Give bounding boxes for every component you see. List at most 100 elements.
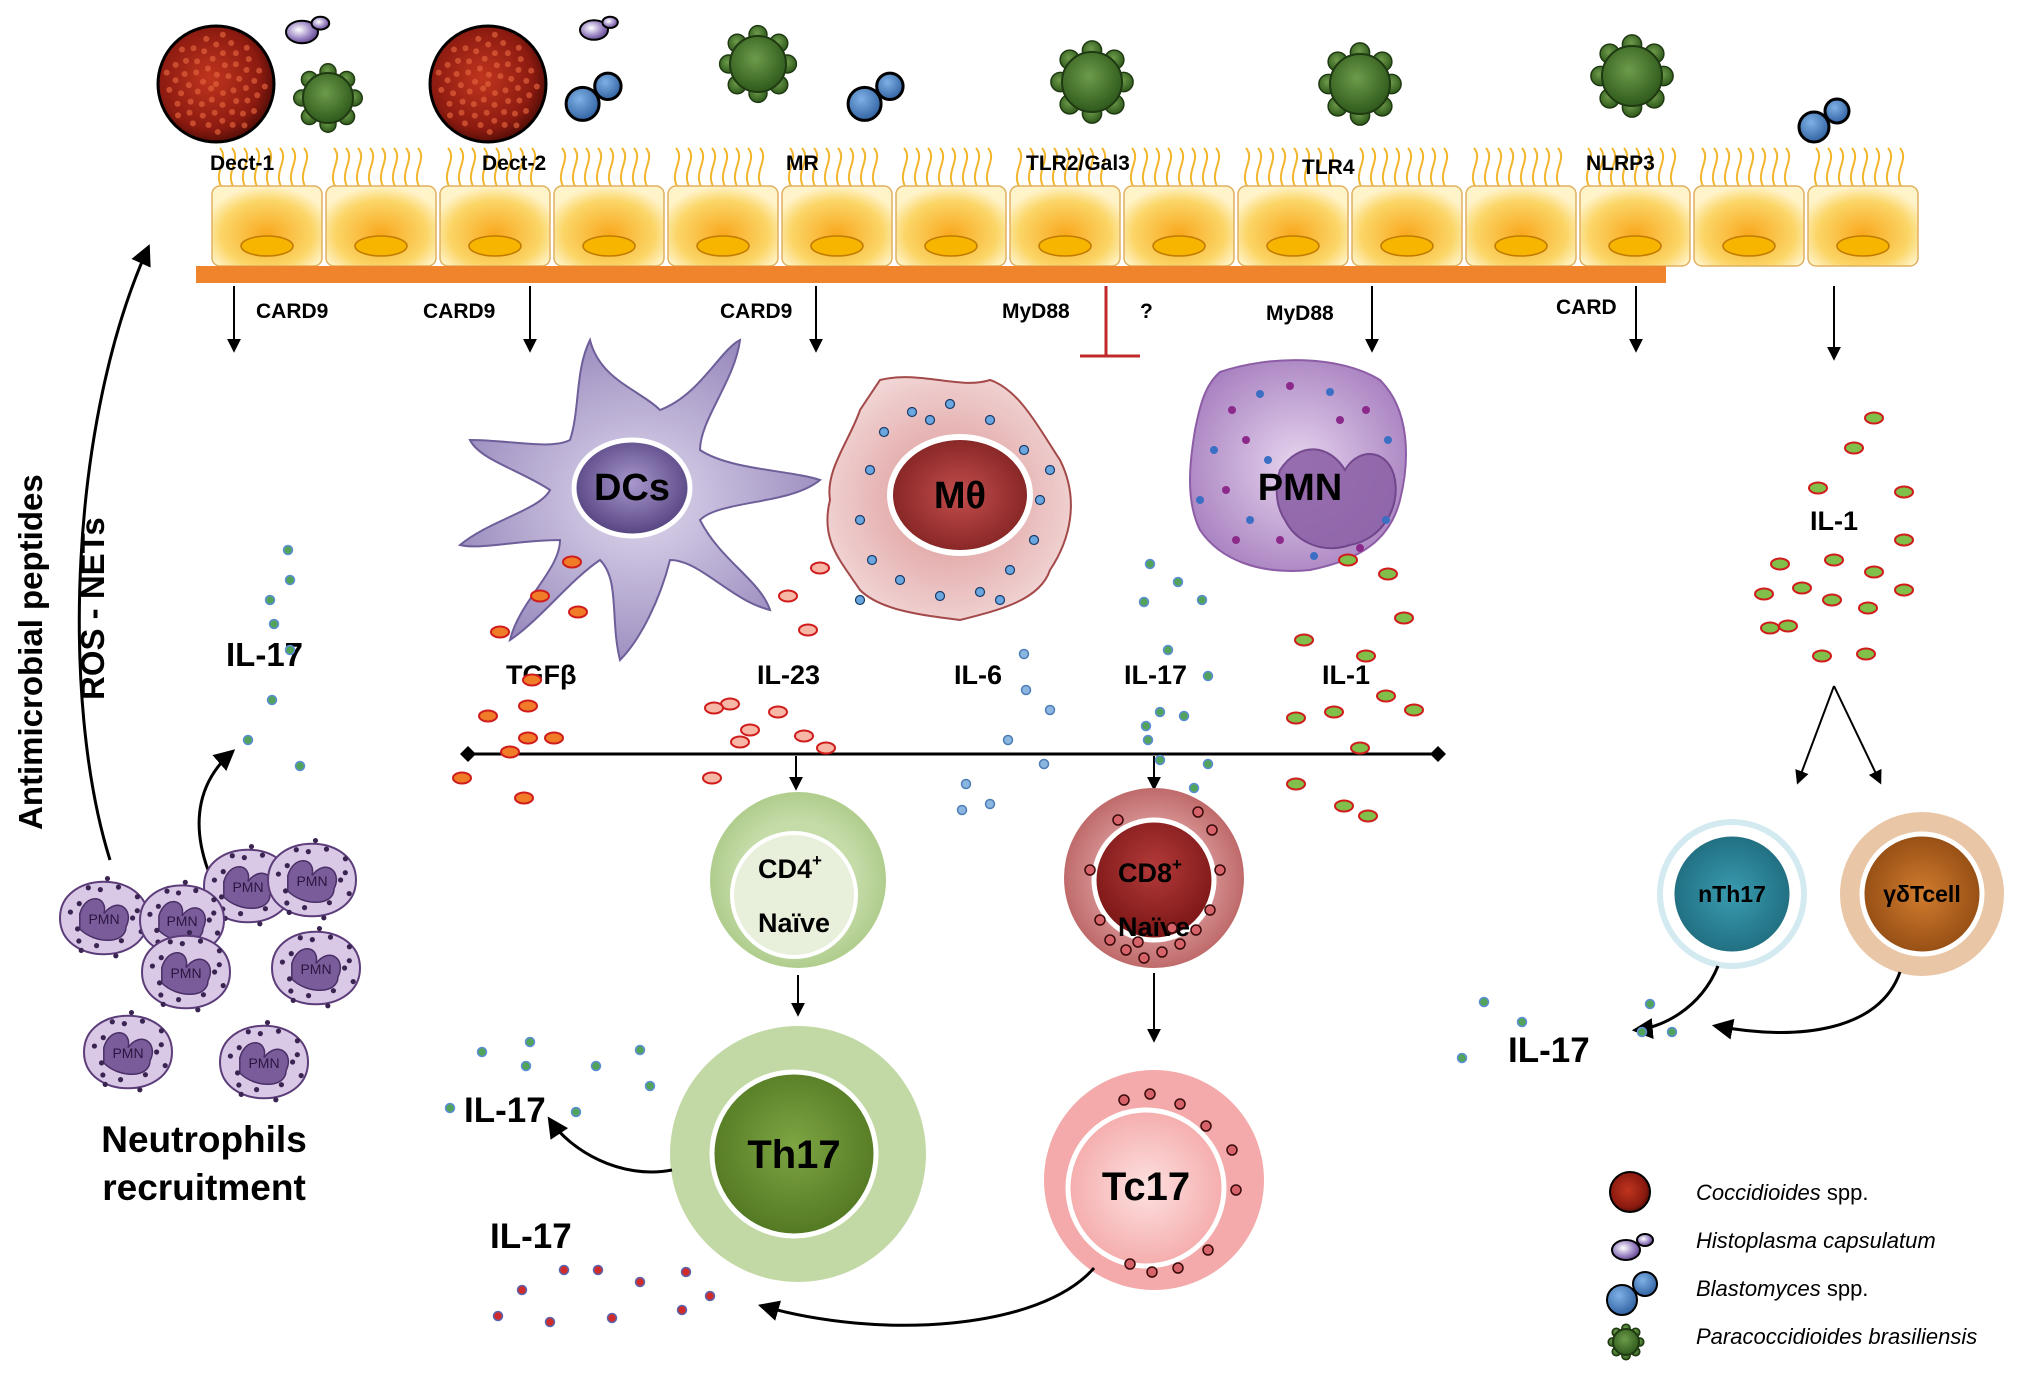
coccidioides-icon (156, 24, 276, 144)
cytokine-particle (1864, 565, 1884, 579)
cd8-label-line1: CD8+ (1118, 855, 1182, 888)
receptor-label-mr: MR (786, 152, 819, 175)
cytokine-particle (592, 1264, 604, 1276)
cytokine-particle (558, 1264, 570, 1276)
cytokine-particle (1824, 553, 1844, 567)
cytokine-particle (704, 1290, 716, 1302)
granule (1138, 952, 1150, 964)
neutrophil-cell: PMN (82, 1009, 174, 1093)
cytokine-particle (1358, 809, 1378, 823)
adaptor-label-dect2: CARD9 (423, 300, 495, 323)
cytokine-particle (1778, 619, 1798, 633)
granule (924, 414, 936, 426)
granule (1196, 496, 1204, 504)
cytokine-particle (452, 771, 472, 785)
cytokine-particle (1038, 758, 1050, 770)
cytokine-particle (740, 723, 760, 737)
adaptor-label-tlr2: MyD88 (1002, 300, 1070, 323)
cytokine-label-il23: IL-23 (757, 660, 820, 690)
bar-end-right (1430, 746, 1446, 762)
cytokine-particle (798, 623, 818, 637)
receptor-label-nlrp3: NLRP3 (1586, 152, 1655, 175)
granule (1034, 494, 1046, 506)
pmn-small-label: PMN (112, 1045, 143, 1061)
pathogen-group (156, 15, 1851, 144)
cd8-naive-cell: CD8+ Naïve (1064, 788, 1244, 968)
granule (866, 554, 878, 566)
cytokine-particle (1478, 996, 1490, 1008)
epithelial-cell (325, 147, 437, 267)
cytokine-particle (810, 561, 830, 575)
pmn-label: PMN (1258, 467, 1342, 509)
cytokine-particle (1294, 633, 1314, 647)
cytokine-particle (1894, 533, 1914, 547)
granule (894, 574, 906, 586)
cytokine-particle (1162, 644, 1174, 656)
cytokine-particle (1404, 703, 1424, 717)
blastomyces-icon (1606, 1271, 1658, 1316)
epithelial-cell (1351, 147, 1463, 267)
epithelial-cell (895, 147, 1007, 267)
cytokine-particle (1286, 777, 1306, 791)
cytokine-particle (514, 791, 534, 805)
macrophage-cell: Mθ (826, 376, 1072, 622)
cytokine-particle (1760, 621, 1780, 635)
granule (1156, 946, 1168, 958)
receptor-label-tlr4: TLR4 (1302, 156, 1355, 179)
blastomyces-icon (846, 71, 905, 122)
pmn-small-label: PMN (232, 879, 263, 895)
cytokine-particle (1894, 583, 1914, 597)
arrow-il1-to-nth17 (1795, 685, 1835, 785)
granule (1174, 1098, 1186, 1110)
cytokine-particle (1020, 684, 1032, 696)
cytokine-particle (444, 1102, 456, 1114)
cytokine-particle (1334, 799, 1354, 813)
arrow-tc17-to-il17 (757, 1267, 1096, 1327)
cd4-label-line2: Naïve (758, 908, 830, 938)
granule (1210, 446, 1218, 454)
cytokine-particle (518, 699, 538, 713)
cytokine-particle (1018, 648, 1030, 660)
coccidioides-icon (1609, 1171, 1651, 1213)
granule (1104, 934, 1116, 946)
cytokine-particle (1324, 705, 1344, 719)
granule (1232, 536, 1240, 544)
cytokine-particle (1202, 670, 1214, 682)
cytokine-particle (1350, 741, 1370, 755)
epithelial-cell (1579, 147, 1691, 267)
cytokine-particle (1178, 710, 1190, 722)
cytokine-particle (1770, 557, 1790, 571)
paracoccidioides-icon (1050, 40, 1134, 124)
granule (1310, 552, 1318, 560)
epithelial-cell (1807, 147, 1919, 267)
legend-label-coccidioides: Coccidioides spp. (1696, 1180, 1868, 1205)
cytokine-particle (730, 735, 750, 749)
epithelial-cell (667, 147, 779, 267)
granule (1326, 388, 1334, 396)
granule (1200, 1120, 1212, 1132)
granule (994, 594, 1006, 606)
cytokine-particle (1456, 1052, 1468, 1064)
cytokine-particle (778, 589, 798, 603)
cytokine-particle (524, 1036, 536, 1048)
cytokine-particle (1144, 558, 1156, 570)
cytokine-particle (500, 745, 520, 759)
legend-label-blastomyces: Blastomyces spp. (1696, 1276, 1868, 1301)
granule (1226, 1144, 1238, 1156)
cytokine-particle (544, 731, 564, 745)
epithelial-cell (1237, 147, 1349, 267)
gdt-label: γδTcell (1883, 881, 1960, 907)
cytokine-label-il17-tc17: IL-17 (490, 1217, 572, 1256)
basement-membrane (196, 266, 1666, 283)
arrow-neutrophils-to-il17 (197, 749, 236, 871)
cytokine-particle (516, 1284, 528, 1296)
cytokine-particle (1154, 706, 1166, 718)
granule (974, 586, 986, 598)
granule (1166, 922, 1178, 934)
granule (1264, 456, 1272, 464)
cytokine-particle (1140, 720, 1152, 732)
nth17-cell: nTh17 (1657, 819, 1807, 969)
cytokine-particle (518, 731, 538, 745)
cytokine-particle (268, 618, 280, 630)
